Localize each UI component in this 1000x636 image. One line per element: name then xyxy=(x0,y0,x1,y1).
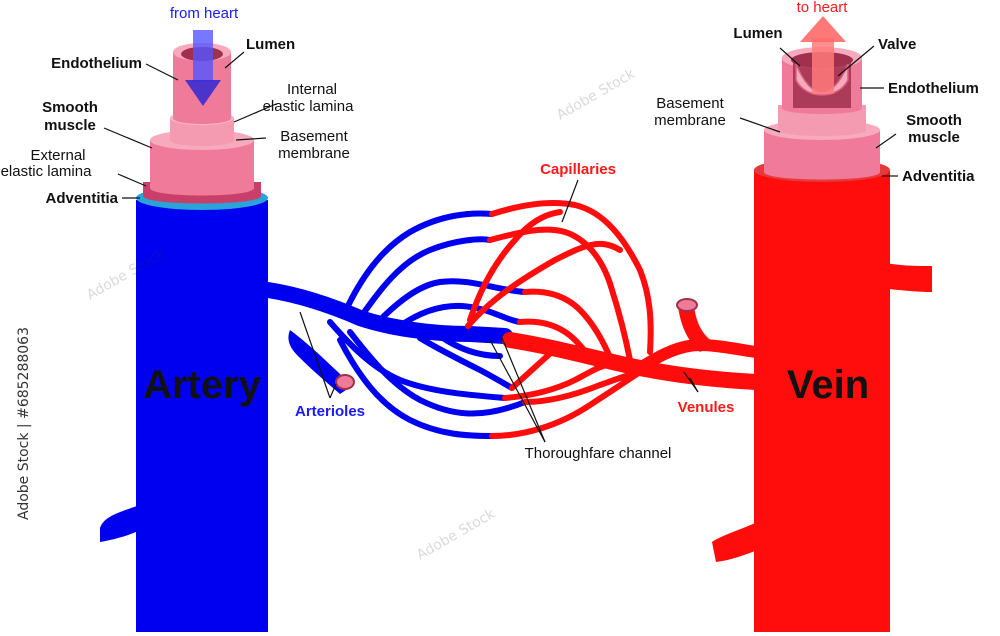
leader-vein-lumen xyxy=(779,47,801,67)
artery xyxy=(100,30,355,632)
label-vein-smooth-2: muscle xyxy=(908,129,960,146)
leader-capillaries xyxy=(561,179,579,223)
capillary-blue-1 xyxy=(342,210,495,315)
capillary-red-3 xyxy=(522,288,615,365)
label-thoroughfare: Thoroughfare channel xyxy=(525,445,672,462)
capillary-red-9 xyxy=(465,240,623,329)
label-artery-basement-1: Basement xyxy=(280,128,348,145)
leader-artery-smooth-muscle xyxy=(103,127,153,149)
arteriole-stub-opening xyxy=(335,374,355,390)
label-from-heart: from heart xyxy=(170,5,239,22)
artery-title: Artery xyxy=(143,363,262,407)
leader-artery-basement xyxy=(235,137,267,141)
watermark-tile-2: Adobe Stock xyxy=(554,65,639,123)
label-to-heart: to heart xyxy=(797,0,849,16)
label-arterioles: Arterioles xyxy=(295,403,365,420)
capillary-red-4 xyxy=(517,318,599,367)
thoroughfare-channel xyxy=(374,316,516,344)
label-artery-basement-2: membrane xyxy=(278,145,350,162)
leader-venules-b xyxy=(689,377,699,393)
capillary-red-7 xyxy=(489,369,643,439)
watermark-stock-id: Adobe Stock | #685288063 xyxy=(16,327,32,520)
label-vein-lumen: Lumen xyxy=(733,25,782,42)
vein-lower-branch xyxy=(712,520,762,562)
artery-flow-arrow-head xyxy=(185,80,221,106)
leader-artery-internal-lamina xyxy=(233,103,277,123)
capillary-red-10 xyxy=(509,342,563,391)
venule-branch-up xyxy=(634,339,762,374)
label-capillaries: Capillaries xyxy=(540,161,616,178)
label-vein-endothelium: Endothelium xyxy=(888,80,979,97)
capillary-blue-7 xyxy=(337,337,495,439)
leader-thoroughfare-a xyxy=(489,339,546,443)
artery-basement-membrane xyxy=(170,118,234,146)
label-vein-valve: Valve xyxy=(878,36,916,53)
label-artery-lumen: Lumen xyxy=(246,36,295,53)
capillary-blue-6 xyxy=(347,329,528,417)
vein-flow-arrow-head xyxy=(800,16,846,42)
watermark-tile-1: Adobe Stock xyxy=(414,505,499,563)
label-artery-smooth-1: Smooth xyxy=(42,99,98,116)
capillary-red-8 xyxy=(467,209,563,323)
vein-title: Vein xyxy=(787,363,869,407)
leader-lines xyxy=(103,45,898,443)
artery-flow-arrow-shaft xyxy=(193,30,213,82)
leader-artery-external-lamina xyxy=(117,173,147,187)
capillary-blue-4 xyxy=(397,302,523,329)
vein-flow-arrow-shaft xyxy=(812,38,834,94)
capillary-network xyxy=(260,200,764,439)
label-artery-internal-2: elastic lamina xyxy=(263,98,355,115)
label-venules: Venules xyxy=(678,399,735,416)
label-vein-smooth-1: Smooth xyxy=(906,112,962,129)
capillary-red-2 xyxy=(487,226,633,363)
leader-vein-smooth-muscle xyxy=(875,133,897,149)
label-vein-basement-1: Basement xyxy=(656,95,724,112)
label-artery-adventitia: Adventitia xyxy=(45,190,118,207)
leader-artery-lumen xyxy=(224,51,245,69)
artery-lower-branch xyxy=(100,505,140,542)
capillary-blue-3 xyxy=(377,278,528,323)
capillary-red-1 xyxy=(489,200,654,355)
vein xyxy=(676,16,932,632)
label-vein-basement-2: membrane xyxy=(654,112,726,129)
label-vein-adventitia: Adventitia xyxy=(902,168,975,185)
artery-trunk xyxy=(136,200,268,632)
label-artery-smooth-2: muscle xyxy=(44,117,96,134)
venule-stub-opening xyxy=(676,298,698,312)
leader-artery-endothelium xyxy=(145,63,179,81)
leader-vein-valve xyxy=(837,45,875,77)
leader-arterioles-a xyxy=(299,311,331,399)
label-artery-external-1: External xyxy=(30,147,85,164)
vein-trunk xyxy=(754,170,890,632)
capillary-blue-9 xyxy=(437,333,503,359)
leader-vein-basement xyxy=(739,117,781,133)
arteriole-stub xyxy=(288,330,352,394)
artery-smooth-muscle xyxy=(150,140,254,196)
capillary-blue-2 xyxy=(357,236,493,321)
leader-arterioles-b xyxy=(329,383,337,399)
capillary-blue-5 xyxy=(327,319,508,401)
vein-upper-branch xyxy=(880,262,932,292)
label-artery-internal-1: Internal xyxy=(287,81,337,98)
vein-smooth-muscle xyxy=(764,130,880,180)
labels: from heart Lumen Endothelium Internal el… xyxy=(1,0,979,462)
label-artery-external-2: elastic lamina xyxy=(1,163,93,180)
leader-thoroughfare-b xyxy=(501,337,546,443)
label-artery-endothelium: Endothelium xyxy=(51,55,142,72)
capillary-blue-8 xyxy=(417,335,515,391)
